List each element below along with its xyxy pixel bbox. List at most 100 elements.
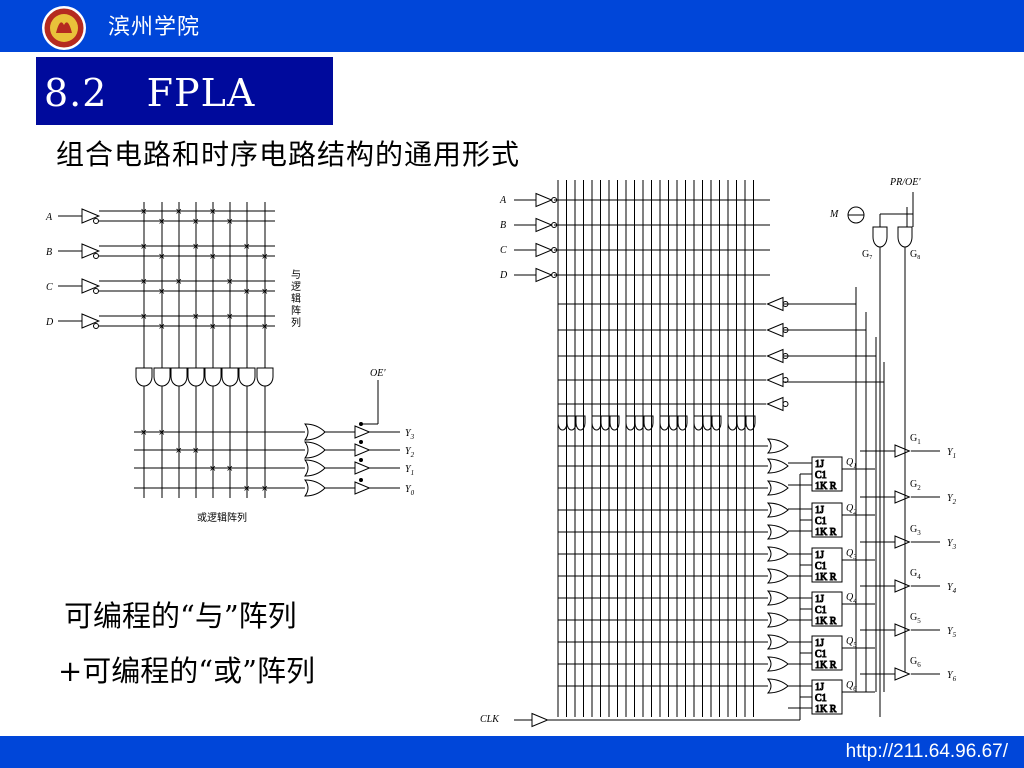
fuse-mark: × xyxy=(176,276,182,288)
buffer xyxy=(354,443,371,457)
fuse-mark: × xyxy=(262,251,268,263)
fuse-mark: × xyxy=(244,241,250,253)
and-gate xyxy=(693,415,704,431)
left-output-label: Y1 xyxy=(405,464,414,477)
slide-title-box: 8.2 FPLA xyxy=(36,57,333,125)
g-label: G4 xyxy=(910,568,921,581)
pr-oe-label: PR/OE' xyxy=(889,177,921,188)
y-label: Y6 xyxy=(947,670,957,683)
footer-url[interactable]: http://211.64.96.67/ xyxy=(845,741,1008,762)
buffer xyxy=(81,313,101,329)
and-gate xyxy=(153,367,171,387)
g-label: G6 xyxy=(910,656,921,669)
fuse-mark: × xyxy=(262,321,268,333)
and-gate xyxy=(643,415,654,431)
or-gate xyxy=(766,568,789,584)
fuse-mark: × xyxy=(193,216,199,228)
and-gate xyxy=(575,415,586,431)
ff-k-label: 1K R xyxy=(815,527,837,538)
slide-subtitle: 组合电路和时序电路结构的通用形式 xyxy=(56,138,521,171)
ff-k-label: 1K R xyxy=(815,572,837,583)
y-label: Y1 xyxy=(947,447,956,460)
fuse-mark: × xyxy=(262,483,268,495)
q-label: Q2 xyxy=(846,503,857,516)
ff-c-label: C1 xyxy=(815,561,827,572)
and-array-label: 与逻辑阵列 xyxy=(291,269,301,329)
or-gate xyxy=(304,479,326,497)
clk-label: CLK xyxy=(480,714,500,725)
buffer xyxy=(354,481,371,495)
or-gate xyxy=(304,441,326,459)
buffer xyxy=(81,278,101,294)
fuse-mark: × xyxy=(244,286,250,298)
and-gate xyxy=(135,367,153,387)
fuse-mark: × xyxy=(227,276,233,288)
buffer xyxy=(894,667,911,681)
and-gate xyxy=(872,226,888,248)
right-input-label: C xyxy=(500,245,507,256)
fuse-mark: × xyxy=(141,311,147,323)
or-gate xyxy=(766,458,789,474)
buffer xyxy=(81,243,101,259)
buffer xyxy=(766,322,784,338)
slide-title: 8.2 FPLA xyxy=(44,71,256,115)
fuse-mark: × xyxy=(159,427,165,439)
fuse-mark: × xyxy=(159,286,165,298)
y-label: Y2 xyxy=(947,493,957,506)
fuse-mark: × xyxy=(210,251,216,263)
and-gate xyxy=(897,226,913,248)
m-label: M xyxy=(829,209,839,220)
college-name: 滨州学院 xyxy=(108,15,201,40)
and-gate xyxy=(204,367,222,387)
and-gate xyxy=(238,367,256,387)
and-gate xyxy=(187,367,205,387)
inverter-bubble xyxy=(782,401,789,407)
and-gate xyxy=(221,367,239,387)
y-label: Y4 xyxy=(947,582,957,595)
g-label: G5 xyxy=(910,612,921,625)
g-label: G3 xyxy=(910,524,921,537)
fuse-mark: × xyxy=(176,445,182,457)
left-input-label: D xyxy=(45,317,54,328)
ff-c-label: C1 xyxy=(815,649,827,660)
or-array-label: 或逻辑阵列 xyxy=(197,511,247,524)
fuse-mark: × xyxy=(193,311,199,323)
g-label: G2 xyxy=(910,479,921,492)
buffer xyxy=(894,623,911,637)
left-input-label: A xyxy=(45,212,53,223)
and-gate xyxy=(677,415,688,431)
and-gate xyxy=(727,415,738,431)
y-label: Y3 xyxy=(947,538,957,551)
right-input-label: B xyxy=(500,220,506,231)
or-gate xyxy=(766,480,789,496)
fuse-mark: × xyxy=(141,241,147,253)
and-gate xyxy=(557,415,568,431)
right-input-label: A xyxy=(499,195,507,206)
buffer xyxy=(894,444,911,458)
buffer xyxy=(766,396,784,412)
buffer xyxy=(354,461,371,475)
and-gate xyxy=(591,415,602,431)
or-gate xyxy=(766,612,789,628)
ff-c-label: C1 xyxy=(815,693,827,704)
top-banner: 滨州学院 xyxy=(0,0,1024,52)
fuse-mark: × xyxy=(210,463,216,475)
fuse-mark: × xyxy=(210,206,216,218)
g7-label: G7 xyxy=(862,249,872,261)
ff-j-label: 1J xyxy=(815,638,824,649)
buffer xyxy=(354,425,371,439)
fuse-mark: × xyxy=(262,286,268,298)
ff-j-label: 1J xyxy=(815,594,824,605)
ff-k-label: 1K R xyxy=(815,481,837,492)
bottom-banner: http://211.64.96.67/ xyxy=(0,736,1024,768)
fuse-mark: × xyxy=(227,311,233,323)
and-gate xyxy=(609,415,620,431)
or-gate xyxy=(766,438,789,454)
left-output-label: Y0 xyxy=(405,484,415,497)
fuse-mark: × xyxy=(193,241,199,253)
oe-label: OE' xyxy=(370,368,386,379)
buffer xyxy=(531,712,549,728)
fuse-mark: × xyxy=(159,216,165,228)
ff-c-label: C1 xyxy=(815,605,827,616)
or-gate xyxy=(304,423,326,441)
